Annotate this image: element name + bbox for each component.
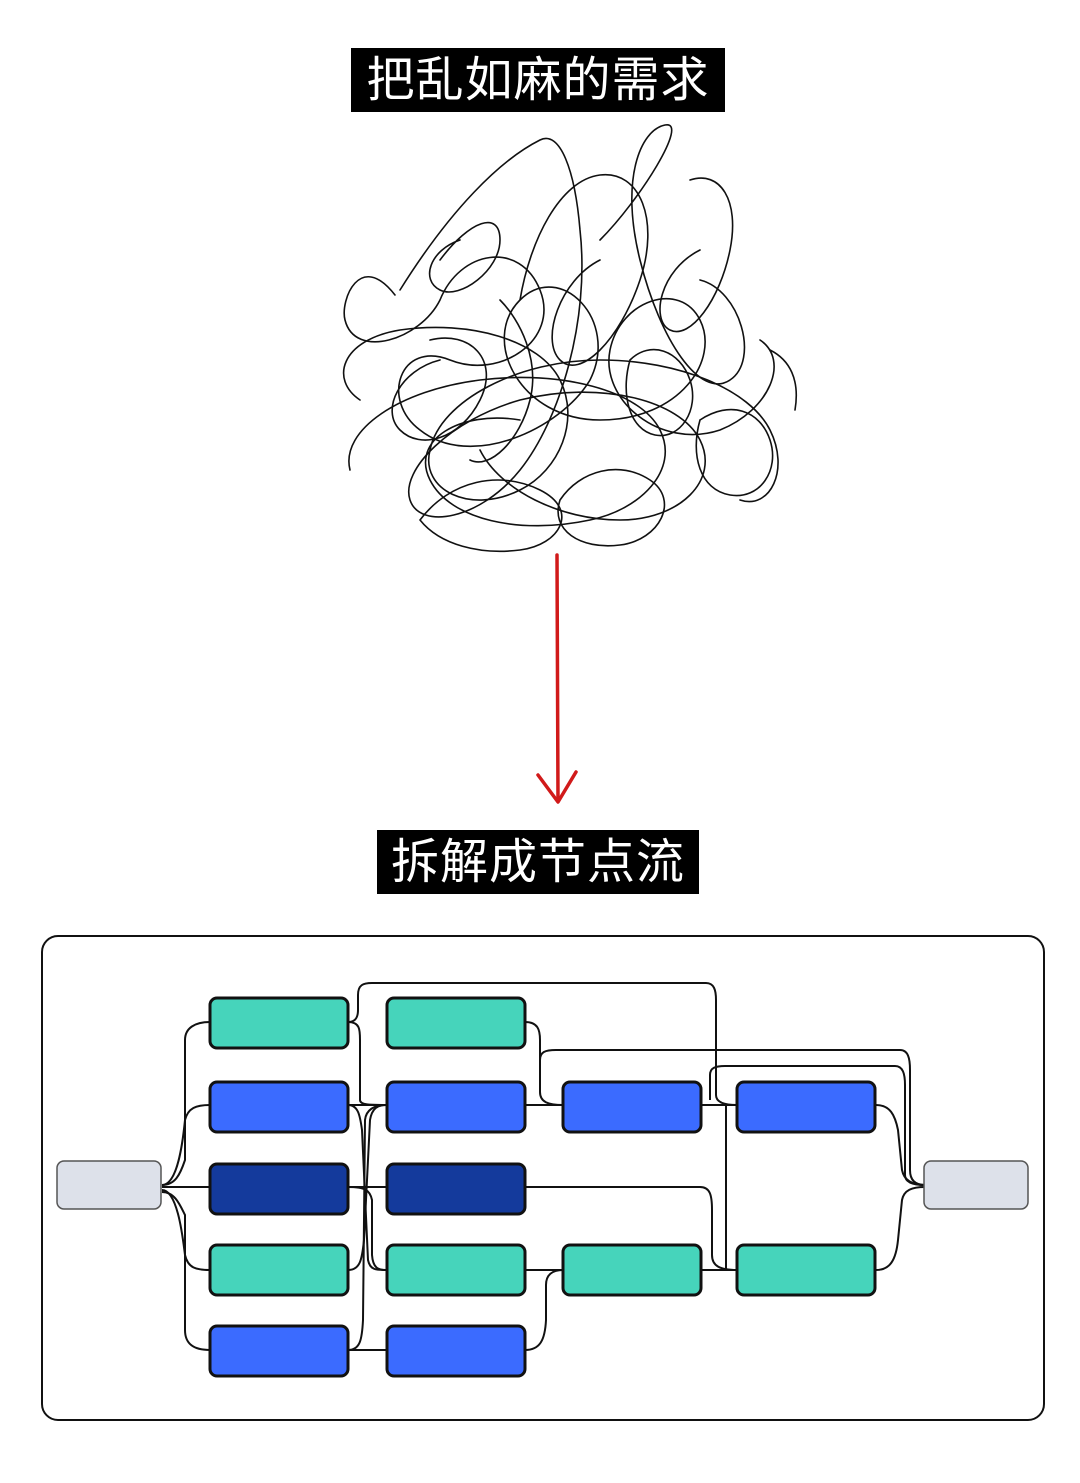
- node-c1r1: [208, 996, 350, 1050]
- node-c2r3: [385, 1162, 527, 1216]
- node-c1r5: [208, 1324, 350, 1378]
- node-c1r3: [208, 1162, 350, 1216]
- flow-connectors: [161, 982, 926, 1351]
- node-c2r1: [385, 996, 527, 1050]
- node-c3r2: [561, 1080, 703, 1134]
- node-c4r4: [735, 1243, 877, 1297]
- node-end: [923, 1160, 1029, 1210]
- node-c2r2: [385, 1080, 527, 1134]
- flow-frame: [41, 935, 1045, 1421]
- node-c1r4: [208, 1243, 350, 1297]
- down-arrow: [536, 553, 578, 804]
- tangled-scribble: [342, 124, 797, 553]
- node-c4r2: [735, 1080, 877, 1134]
- node-start: [56, 1160, 162, 1210]
- node-c2r5: [385, 1324, 527, 1378]
- node-c1r2: [208, 1080, 350, 1134]
- title-node-flow: 拆解成节点流: [377, 830, 699, 894]
- node-c3r4: [561, 1243, 703, 1297]
- flow-nodes: [56, 996, 1029, 1378]
- title-tangled-requirements: 把乱如麻的需求: [351, 48, 725, 112]
- node-c2r4: [385, 1243, 527, 1297]
